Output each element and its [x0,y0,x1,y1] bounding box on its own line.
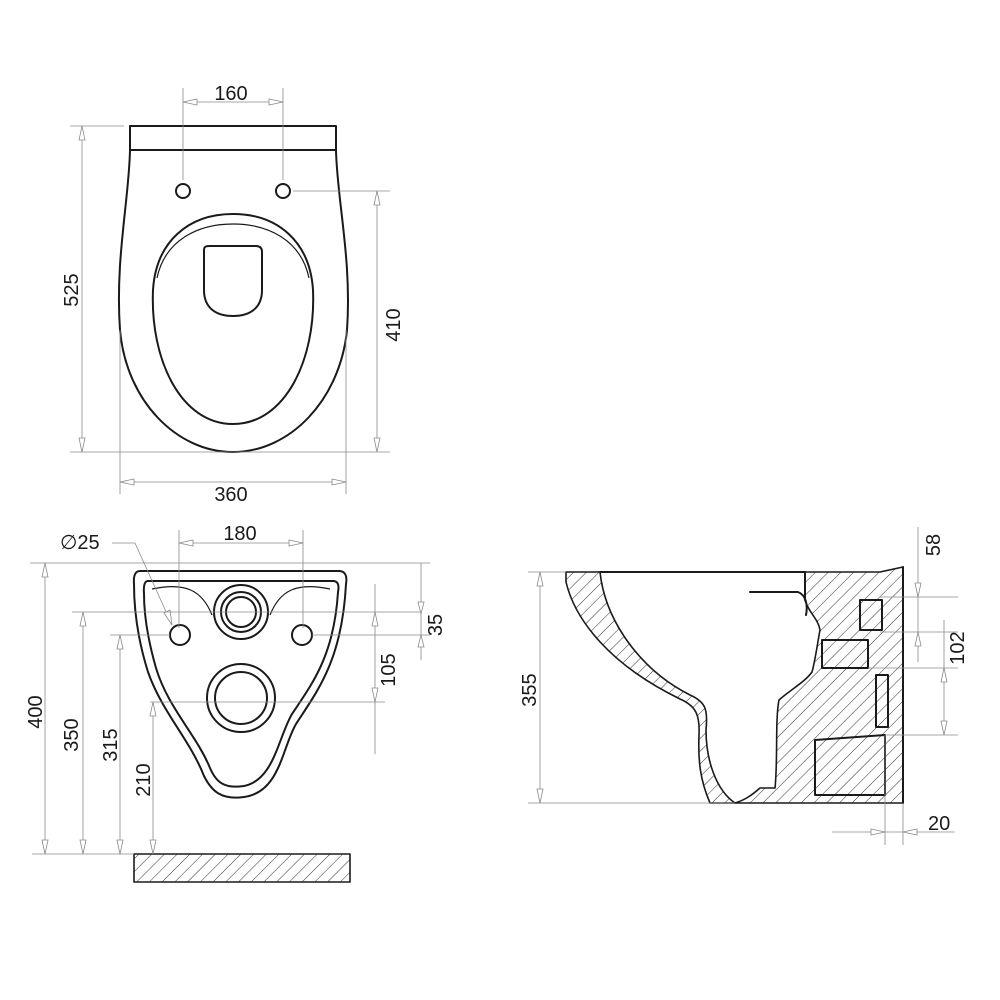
drain-opening [203,245,263,317]
dim-holes-height-label: 350 [61,718,83,751]
dim-top-offset: 58 [880,527,958,662]
fixing-hole-right [275,183,291,199]
dim-top-to-holes-label: 35 [425,614,447,636]
dim-total-height-label: 400 [25,695,47,728]
dim-top-to-holes: 35 [30,562,447,660]
dim-pipe-diameter: ∅25 [60,532,173,626]
fixing-hole-left [175,183,191,199]
bowl-interior-line [599,571,806,601]
dim-width-label: 360 [214,484,247,506]
rear-outer-outline [132,570,348,799]
dim-inlet-drop-label: 102 [947,631,969,664]
dim-wall-gap-label: 20 [928,813,950,835]
dim-total-length-label: 525 [61,273,83,306]
rim-inner-line [156,223,310,279]
side-rim-insert [859,599,883,631]
dim-wall-gap: 20 [832,735,955,845]
dim-holes-height: 350 [61,611,87,855]
dim-hole-spacing-label: 160 [214,83,247,105]
dim-inlet-height-label: 315 [100,728,122,761]
dim-outlet-height: 210 [133,701,157,855]
dim-side-height-label: 355 [519,673,541,706]
rear-flange-left [151,585,213,616]
dim-inlet-drop: 102 [868,620,969,736]
rear-flange-right [269,585,331,616]
dim-holes-to-outlet-label: 105 [378,653,400,686]
dim-top-offset-label: 58 [923,534,945,556]
dim-hole-to-front-label: 410 [383,308,405,341]
rim-opening [151,213,315,425]
dim-inlet-height: 315 [100,634,170,855]
bowl-trap-line [749,591,808,616]
dim-outlet-height-label: 210 [133,763,155,796]
side-inlet-socket [821,639,869,669]
dim-total-length: 525 [61,125,390,453]
rear-inner-outline [142,580,340,788]
dim-total-height: 400 [25,562,134,855]
dim-holes-to-outlet: 105 [72,584,420,754]
outlet-pipe-outer [206,663,276,733]
dim-pipe-diameter-label: ∅25 [60,532,100,554]
bolt-hole-left [169,624,191,646]
dim-width: 360 [119,330,347,506]
floor-block [133,853,351,883]
side-outlet-socket [875,674,889,728]
dim-side-height: 355 [519,571,735,804]
dim-outlet-width-label: 180 [223,523,256,545]
dim-hole-spacing: 160 [182,83,284,180]
top-view: 160 525 410 360 [61,83,405,506]
outlet-pipe-inner [214,671,268,725]
dim-hole-to-front: 410 [293,190,405,453]
bolt-hole-right [291,624,313,646]
section-front-wall [565,571,736,804]
section-rear-body [734,566,904,804]
rear-view: ∅25 180 35 105 [25,523,447,883]
side-view: 355 58 102 20 [519,527,969,845]
